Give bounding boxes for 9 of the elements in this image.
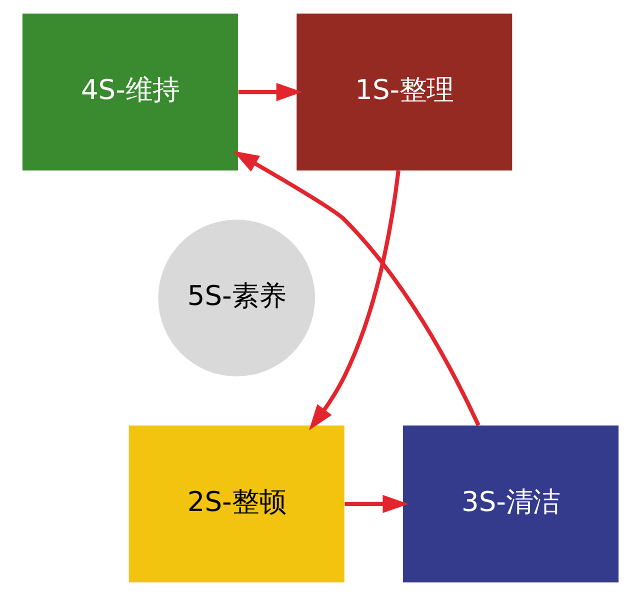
arrow [238,82,302,102]
arrow [344,494,408,514]
node-box: 4S-维持 [22,14,238,170]
node-box: 3S-清洁 [402,426,618,582]
node-box: 1S-整理 [296,14,512,170]
arrow [232,150,480,426]
arrow [308,170,400,430]
node-box: 2S-整顿 [128,426,344,582]
node-circle: 5S-素养 [158,220,315,376]
